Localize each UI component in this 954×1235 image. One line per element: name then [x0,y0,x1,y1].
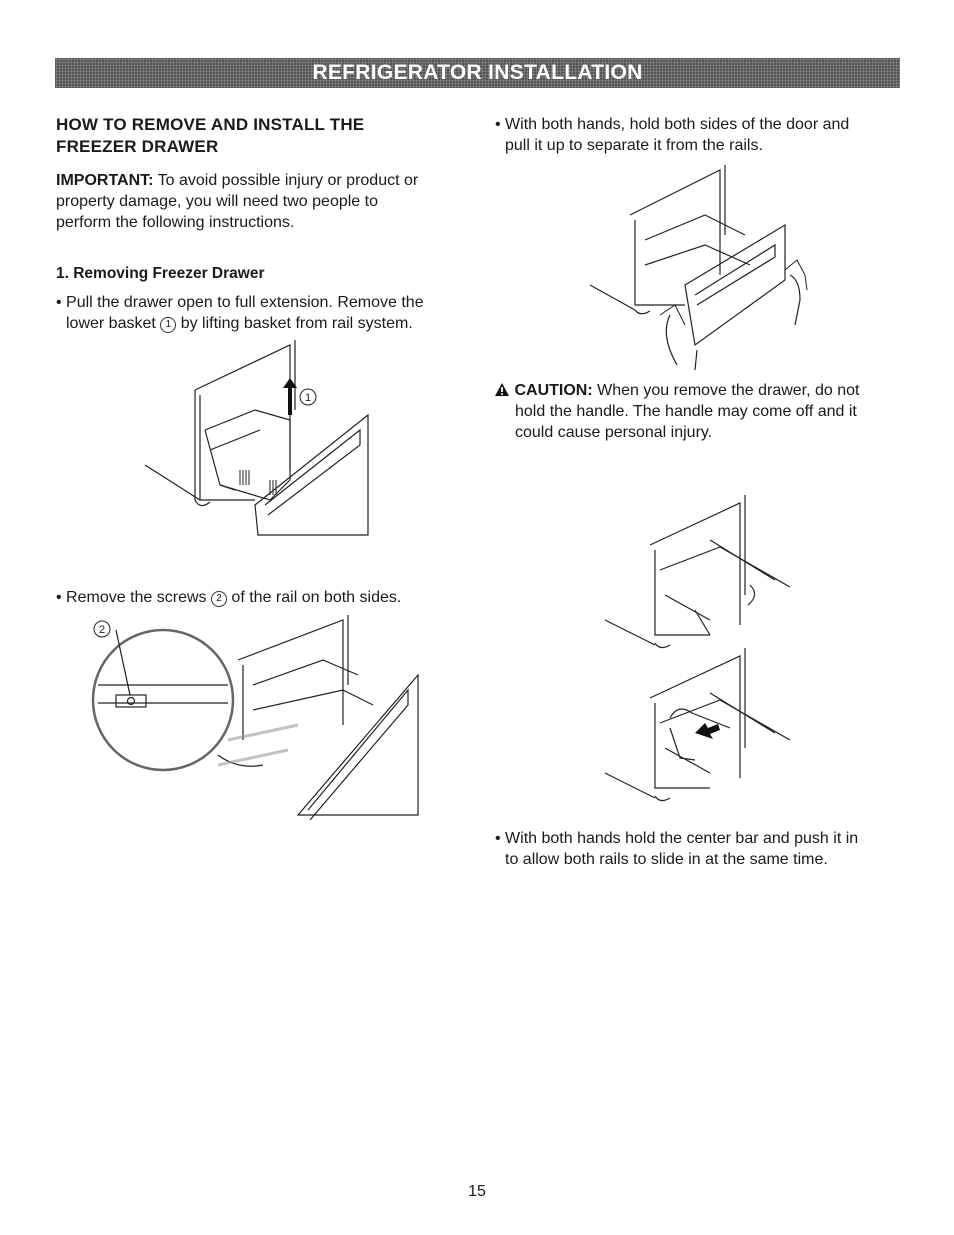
figure-lift-door [589,165,808,370]
section-heading: HOW TO REMOVE AND INSTALL THE FREEZER DR… [56,114,364,158]
figure-push-center-bar [604,648,791,802]
bullet-text: • Remove the screws [56,589,211,606]
important-text-1: To avoid possible injury or product or [153,172,419,189]
callout-circle-2 [93,620,111,638]
important-note: IMPORTANT: To avoid possible injury or p… [56,170,456,233]
figure-rails-extended [604,495,791,649]
heading-line-1: HOW TO REMOVE AND INSTALL THE [56,115,365,134]
step1-bullet-2: • Remove the screws 2 of the rail on bot… [56,587,401,608]
caution-text-1: When you remove the drawer, do not [592,382,860,399]
bullet-line: pull it up to separate it from the rails… [505,137,763,154]
step-title: 1. Removing Freezer Drawer [56,265,265,282]
fig2-callout-text: 2 [99,624,105,636]
bullet-text: lower basket [66,315,161,332]
important-text-3: perform the following instructions. [56,214,295,231]
fig1-callout-text: 1 [305,392,311,404]
right-bullet-1: • With both hands, hold both sides of th… [495,114,895,156]
caution-label: CAUTION: [514,382,593,399]
bullet-line: • With both hands hold the center bar an… [495,830,859,847]
warning-triangle-icon [495,383,509,396]
bullet-text: of the rail on both sides. [226,589,402,606]
bullet-line: • With both hands, hold both sides of th… [495,116,850,133]
bullet-line: to allow both rails to slide in at the s… [505,851,828,868]
heading-line-2: FREEZER DRAWER [56,137,219,156]
caution-note: CAUTION: When you remove the drawer, do … [494,380,894,443]
magnifier-circle [91,628,235,772]
important-label: IMPORTANT: [56,172,154,189]
caution-text-2: hold the handle. The handle may come off… [515,403,857,420]
important-text-2: property damage, you will need two peopl… [56,193,378,210]
bullet-line: • Pull the drawer open to full extension… [56,294,424,311]
section-banner: REFRIGERATOR INSTALLATION [55,58,900,88]
callout-marker-1: 1 [160,317,177,333]
step1-bullet-1: • Pull the drawer open to full extension… [56,292,466,334]
callout-circle-1 [299,388,317,406]
figure-remove-basket: 1 [144,340,369,536]
caution-text-3: could cause personal injury. [515,424,713,441]
push-arrow-icon [695,723,720,739]
bullet-text: by lifting basket from rail system. [176,315,413,332]
figure-remove-screws: 2 [91,615,419,820]
page-number: 15 [468,1183,486,1200]
banner-title: REFRIGERATOR INSTALLATION [312,61,643,84]
right-bullet-2: • With both hands hold the center bar an… [495,828,905,870]
callout-marker-2: 2 [210,591,227,607]
